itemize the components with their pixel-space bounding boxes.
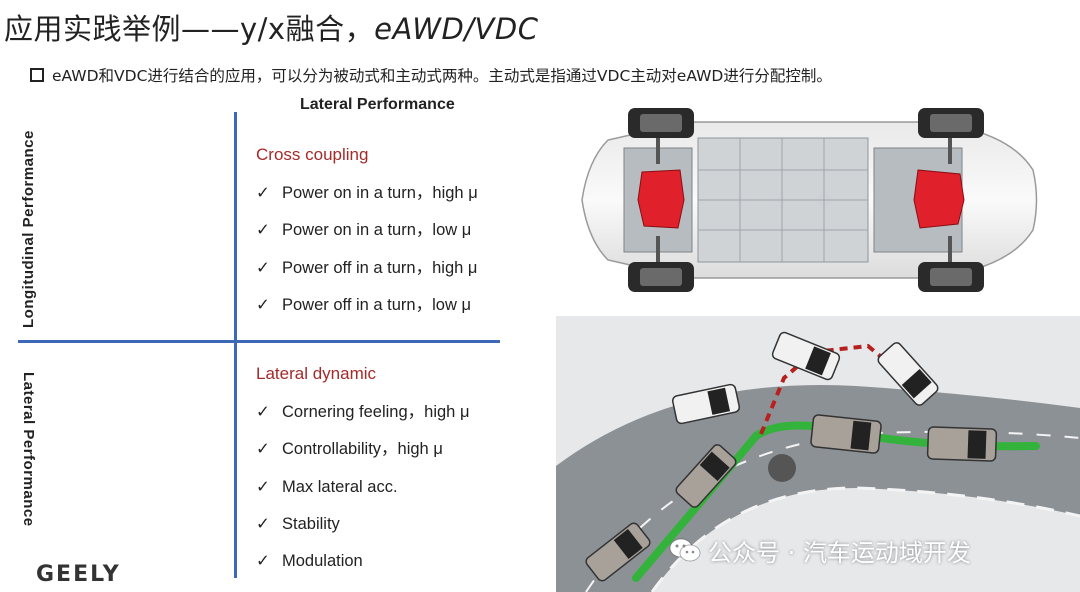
list-item-text: Controllability，high μ: [282, 440, 443, 459]
list-item-text: Modulation: [282, 552, 363, 571]
list-item-text: Cornering feeling，high μ: [282, 403, 470, 421]
page-title: 应用实践举例——y/x融合，eAWD/VDC: [4, 6, 538, 48]
checkmark-icon: ✓: [256, 402, 270, 421]
checkmark-icon: ✓: [256, 476, 270, 496]
intro-bullet: eAWD和VDC进行结合的应用，可以分为被动式和主动式两种。主动式是指通过VDC…: [30, 64, 832, 86]
list-item: ✓ Stability: [256, 513, 469, 550]
checkmark-icon: ✓: [256, 183, 270, 202]
list-item: ✓ Max lateral acc.: [256, 476, 469, 513]
lateral-dynamic-list: ✓ Cornering feeling，high μ ✓ Controllabili…: [256, 401, 469, 587]
checkmark-icon: ✓: [256, 513, 270, 533]
square-bullet-icon: [30, 68, 44, 82]
list-item-text: Power off in a turn，low μ: [282, 295, 471, 314]
title-prefix: 应用实践举例——y/x融合，: [4, 12, 375, 46]
cross-coupling-list: ✓ Power on in a turn，high μ ✓ Power on in …: [256, 182, 478, 331]
wechat-icon: [669, 538, 701, 562]
checkmark-icon: ✓: [256, 257, 270, 277]
list-item: ✓ Power off in a turn，low μ: [256, 294, 478, 331]
geely-logo: GEELY: [36, 562, 121, 587]
watermark: 公众号 · 汽车运动域开发: [668, 534, 971, 567]
section-title-cross-coupling: Cross coupling: [256, 145, 369, 164]
matrix-horizontal-divider: [18, 340, 500, 343]
left-axis-label-top: Longitudinal Performance: [20, 100, 37, 328]
checkmark-icon: ✓: [256, 439, 270, 459]
watermark-text: 公众号 · 汽车运动域开发: [708, 538, 971, 567]
checkmark-icon: ✓: [256, 551, 270, 571]
list-item-text: Power on in a turn，low μ: [282, 221, 472, 240]
title-suffix: eAWD/VDC: [374, 12, 539, 46]
left-axis-label-bottom: Lateral Performance: [20, 372, 37, 552]
drift-illustration: [556, 316, 1080, 592]
top-axis-label: Lateral Performance: [300, 96, 455, 113]
list-item-text: Stability: [282, 514, 340, 533]
list-item-text: Power off in a turn，high μ: [282, 258, 478, 277]
list-item: ✓ Modulation: [256, 550, 469, 587]
car-chassis-image: [581, 108, 1038, 292]
left-axis-label-top-text: Longitudinal Performance: [20, 130, 37, 328]
checkmark-icon: ✓: [256, 294, 270, 314]
section-title-lateral-dynamic: Lateral dynamic: [256, 364, 377, 383]
list-item: ✓ Power on in a turn，high μ: [256, 182, 478, 219]
intro-text: eAWD和VDC进行结合的应用，可以分为被动式和主动式两种。主动式是指通过VDC…: [52, 67, 832, 85]
pickup-trucks: [585, 331, 998, 582]
matrix-vertical-divider: [234, 112, 237, 578]
list-item-text: Max lateral acc.: [282, 477, 398, 496]
list-item-text: Power on in a turn，high μ: [282, 184, 478, 202]
list-item: ✓ Controllability，high μ: [256, 438, 469, 475]
list-item: ✓ Power on in a turn，low μ: [256, 219, 478, 256]
left-axis-label-bottom-text: Lateral Performance: [20, 372, 37, 527]
checkmark-icon: ✓: [256, 220, 270, 240]
list-item: ✓ Power off in a turn，high μ: [256, 257, 478, 294]
list-item: ✓ Cornering feeling，high μ: [256, 401, 469, 438]
